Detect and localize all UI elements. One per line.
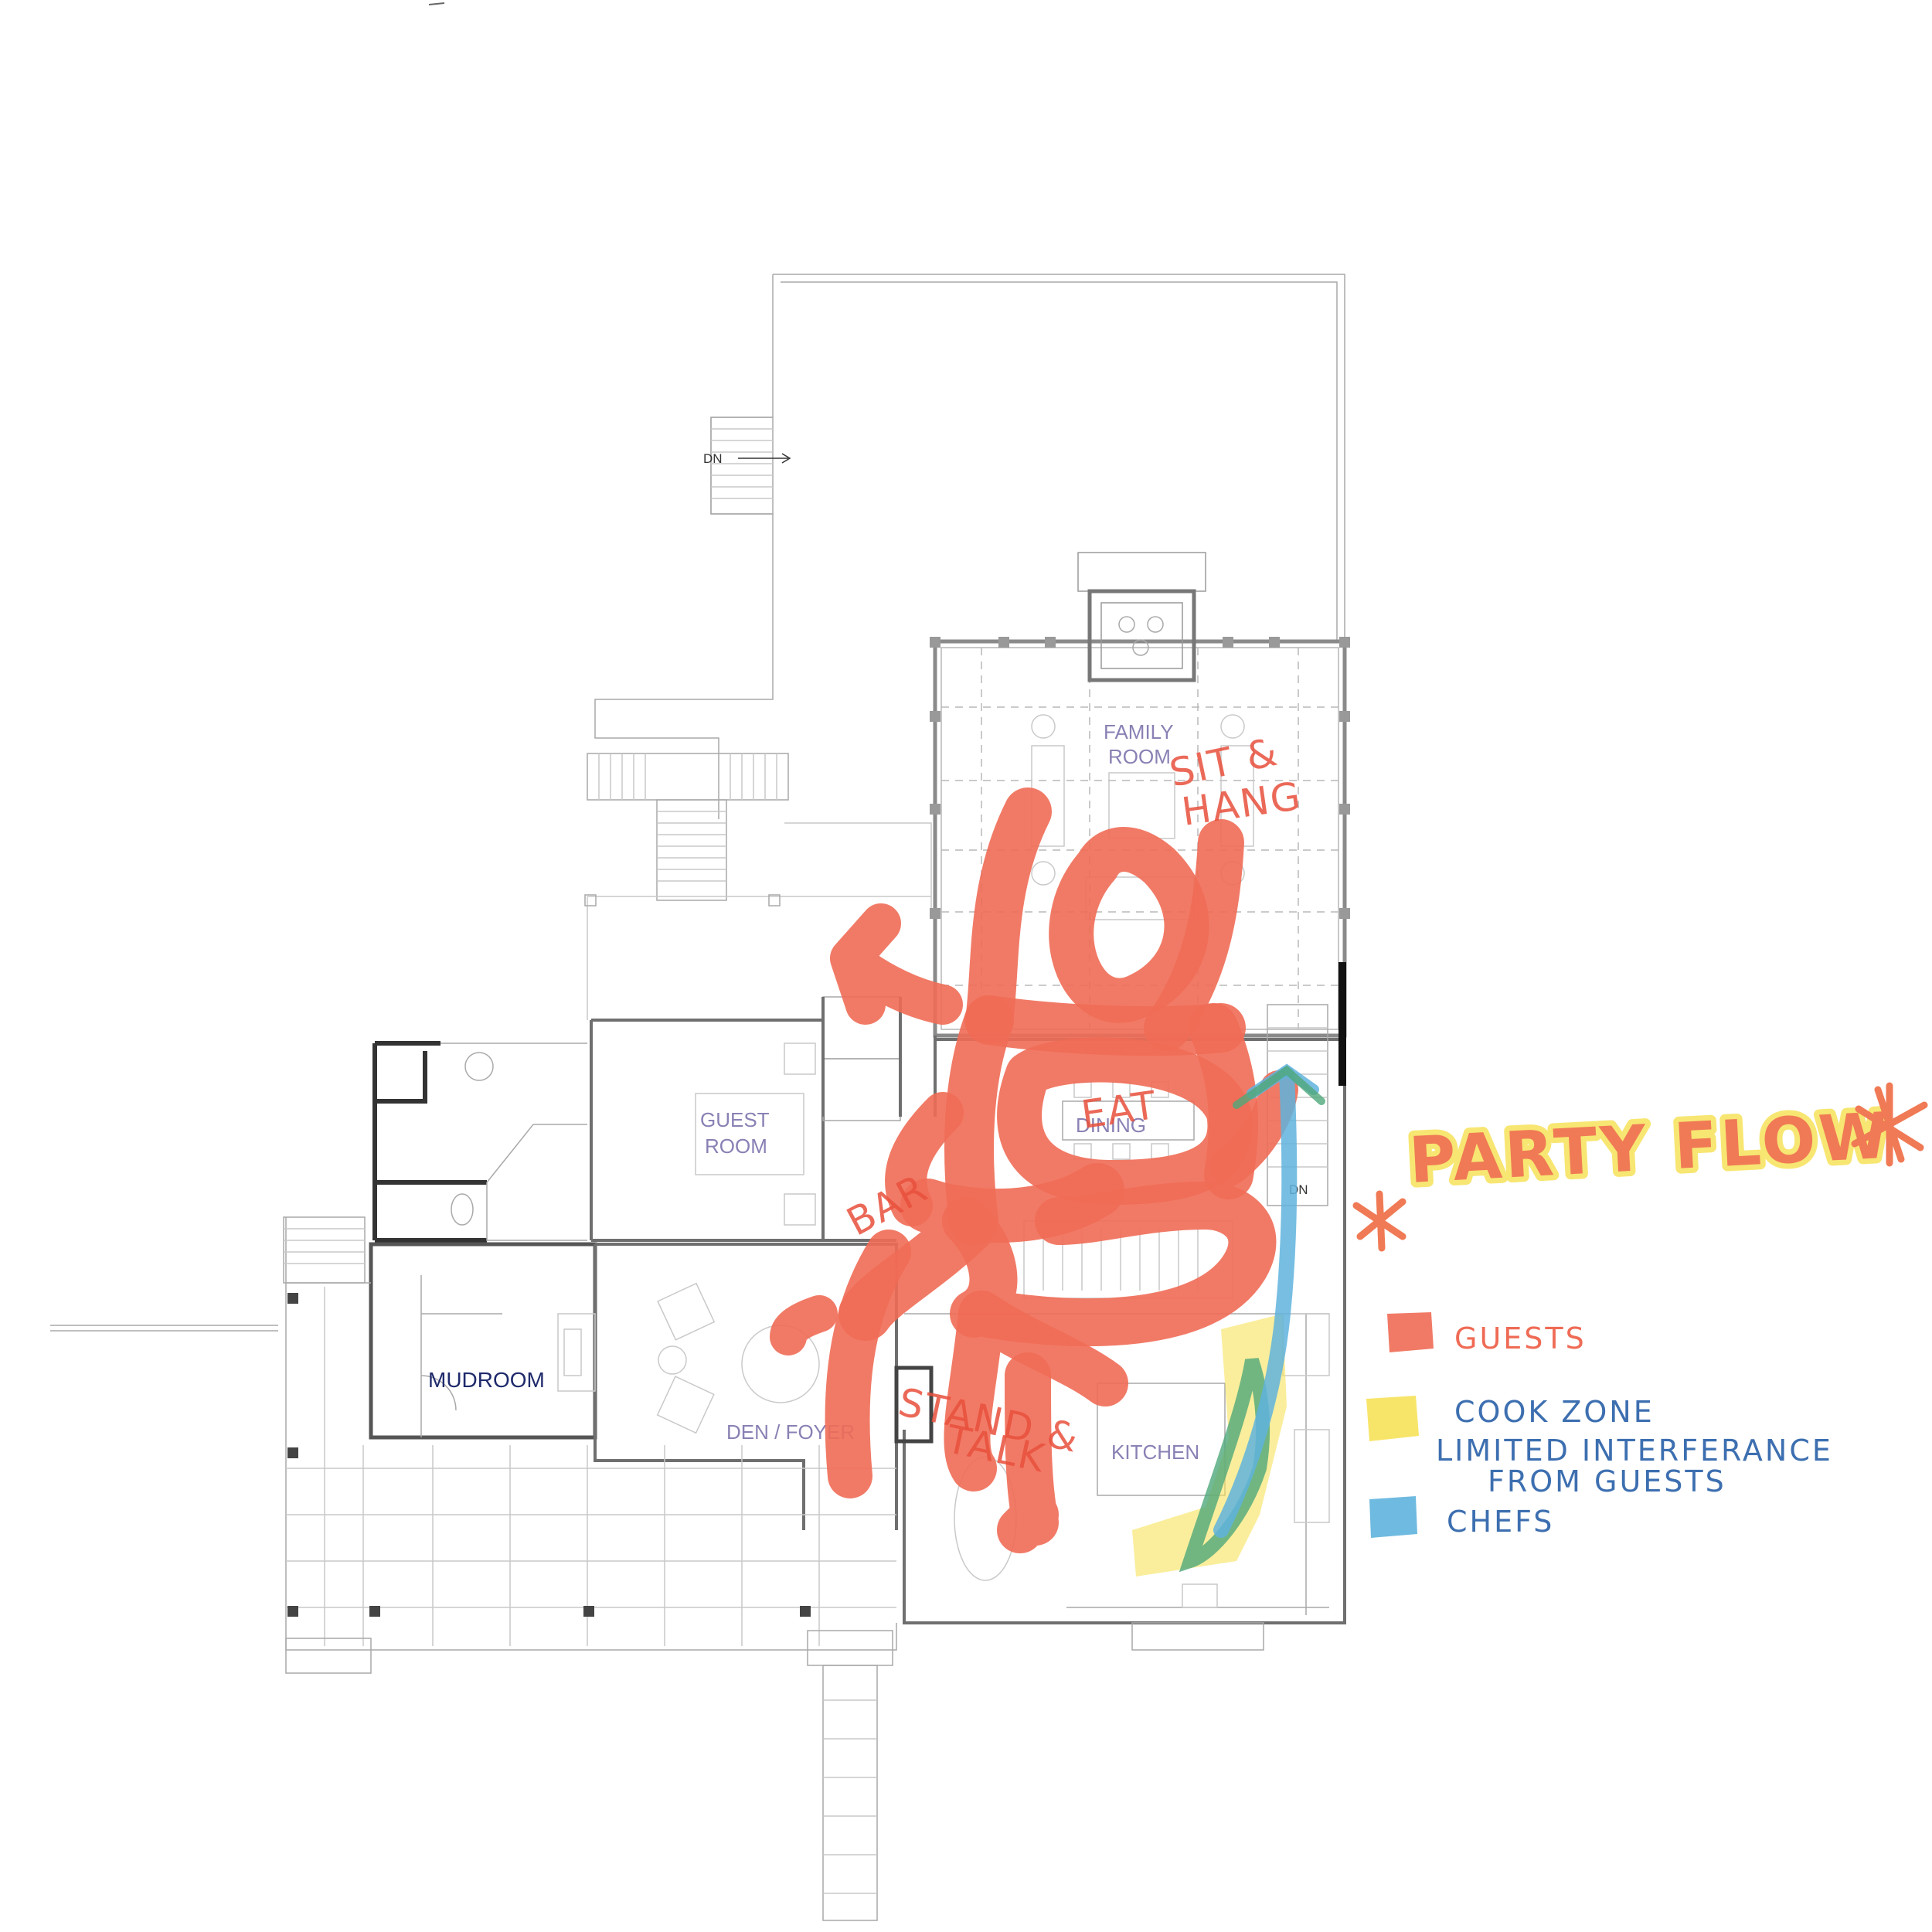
front-terrace [50,1216,897,1921]
guest-room-label-line2: ROOM [705,1134,767,1158]
mudroom-label: MUDROOM [428,1368,545,1392]
family-room-label-line2: ROOM [1108,745,1171,768]
star-doodle-left [1352,1190,1406,1252]
cook-zone-legend-label-line1: COOK ZONE [1454,1395,1655,1429]
chefs-swatch [1369,1496,1417,1538]
dining-label: DINING [1076,1114,1146,1137]
chef-flow-paths [1179,1063,1325,1573]
deck-stair-dn-label: DN [703,451,723,466]
deck-stair [710,417,791,515]
star-doodle-right [1851,1082,1928,1167]
legend: PARTY FLOW PARTY FLOW GUESTS COOK ZONE L… [1352,1082,1928,1539]
plan-linework: DN [50,274,1350,1921]
kitchen-label: KITCHEN [1111,1440,1199,1464]
legend-title: PARTY FLOW [1407,1099,1893,1198]
eat-annotation: EAT [1079,1083,1161,1138]
guest-room-label-line1: GUEST [700,1108,770,1131]
cook-zone-legend-label-line3: FROM GUESTS [1488,1464,1726,1498]
guests-legend-label: GUESTS [1454,1321,1587,1355]
guest-flow-paths [770,787,1298,1553]
mudroom-walls [369,1242,597,1440]
corner-mark [428,2,445,5]
cook-zone-legend-label-line2: LIMITED INTERFERANCE [1436,1434,1833,1468]
bath-walls [372,1041,587,1243]
cook-zone-swatch [1366,1396,1419,1441]
guests-swatch [1387,1312,1434,1352]
back-stairs [587,753,789,901]
family-room-label-line1: FAMILY [1104,720,1174,743]
chefs-legend-label: CHEFS [1447,1505,1554,1539]
